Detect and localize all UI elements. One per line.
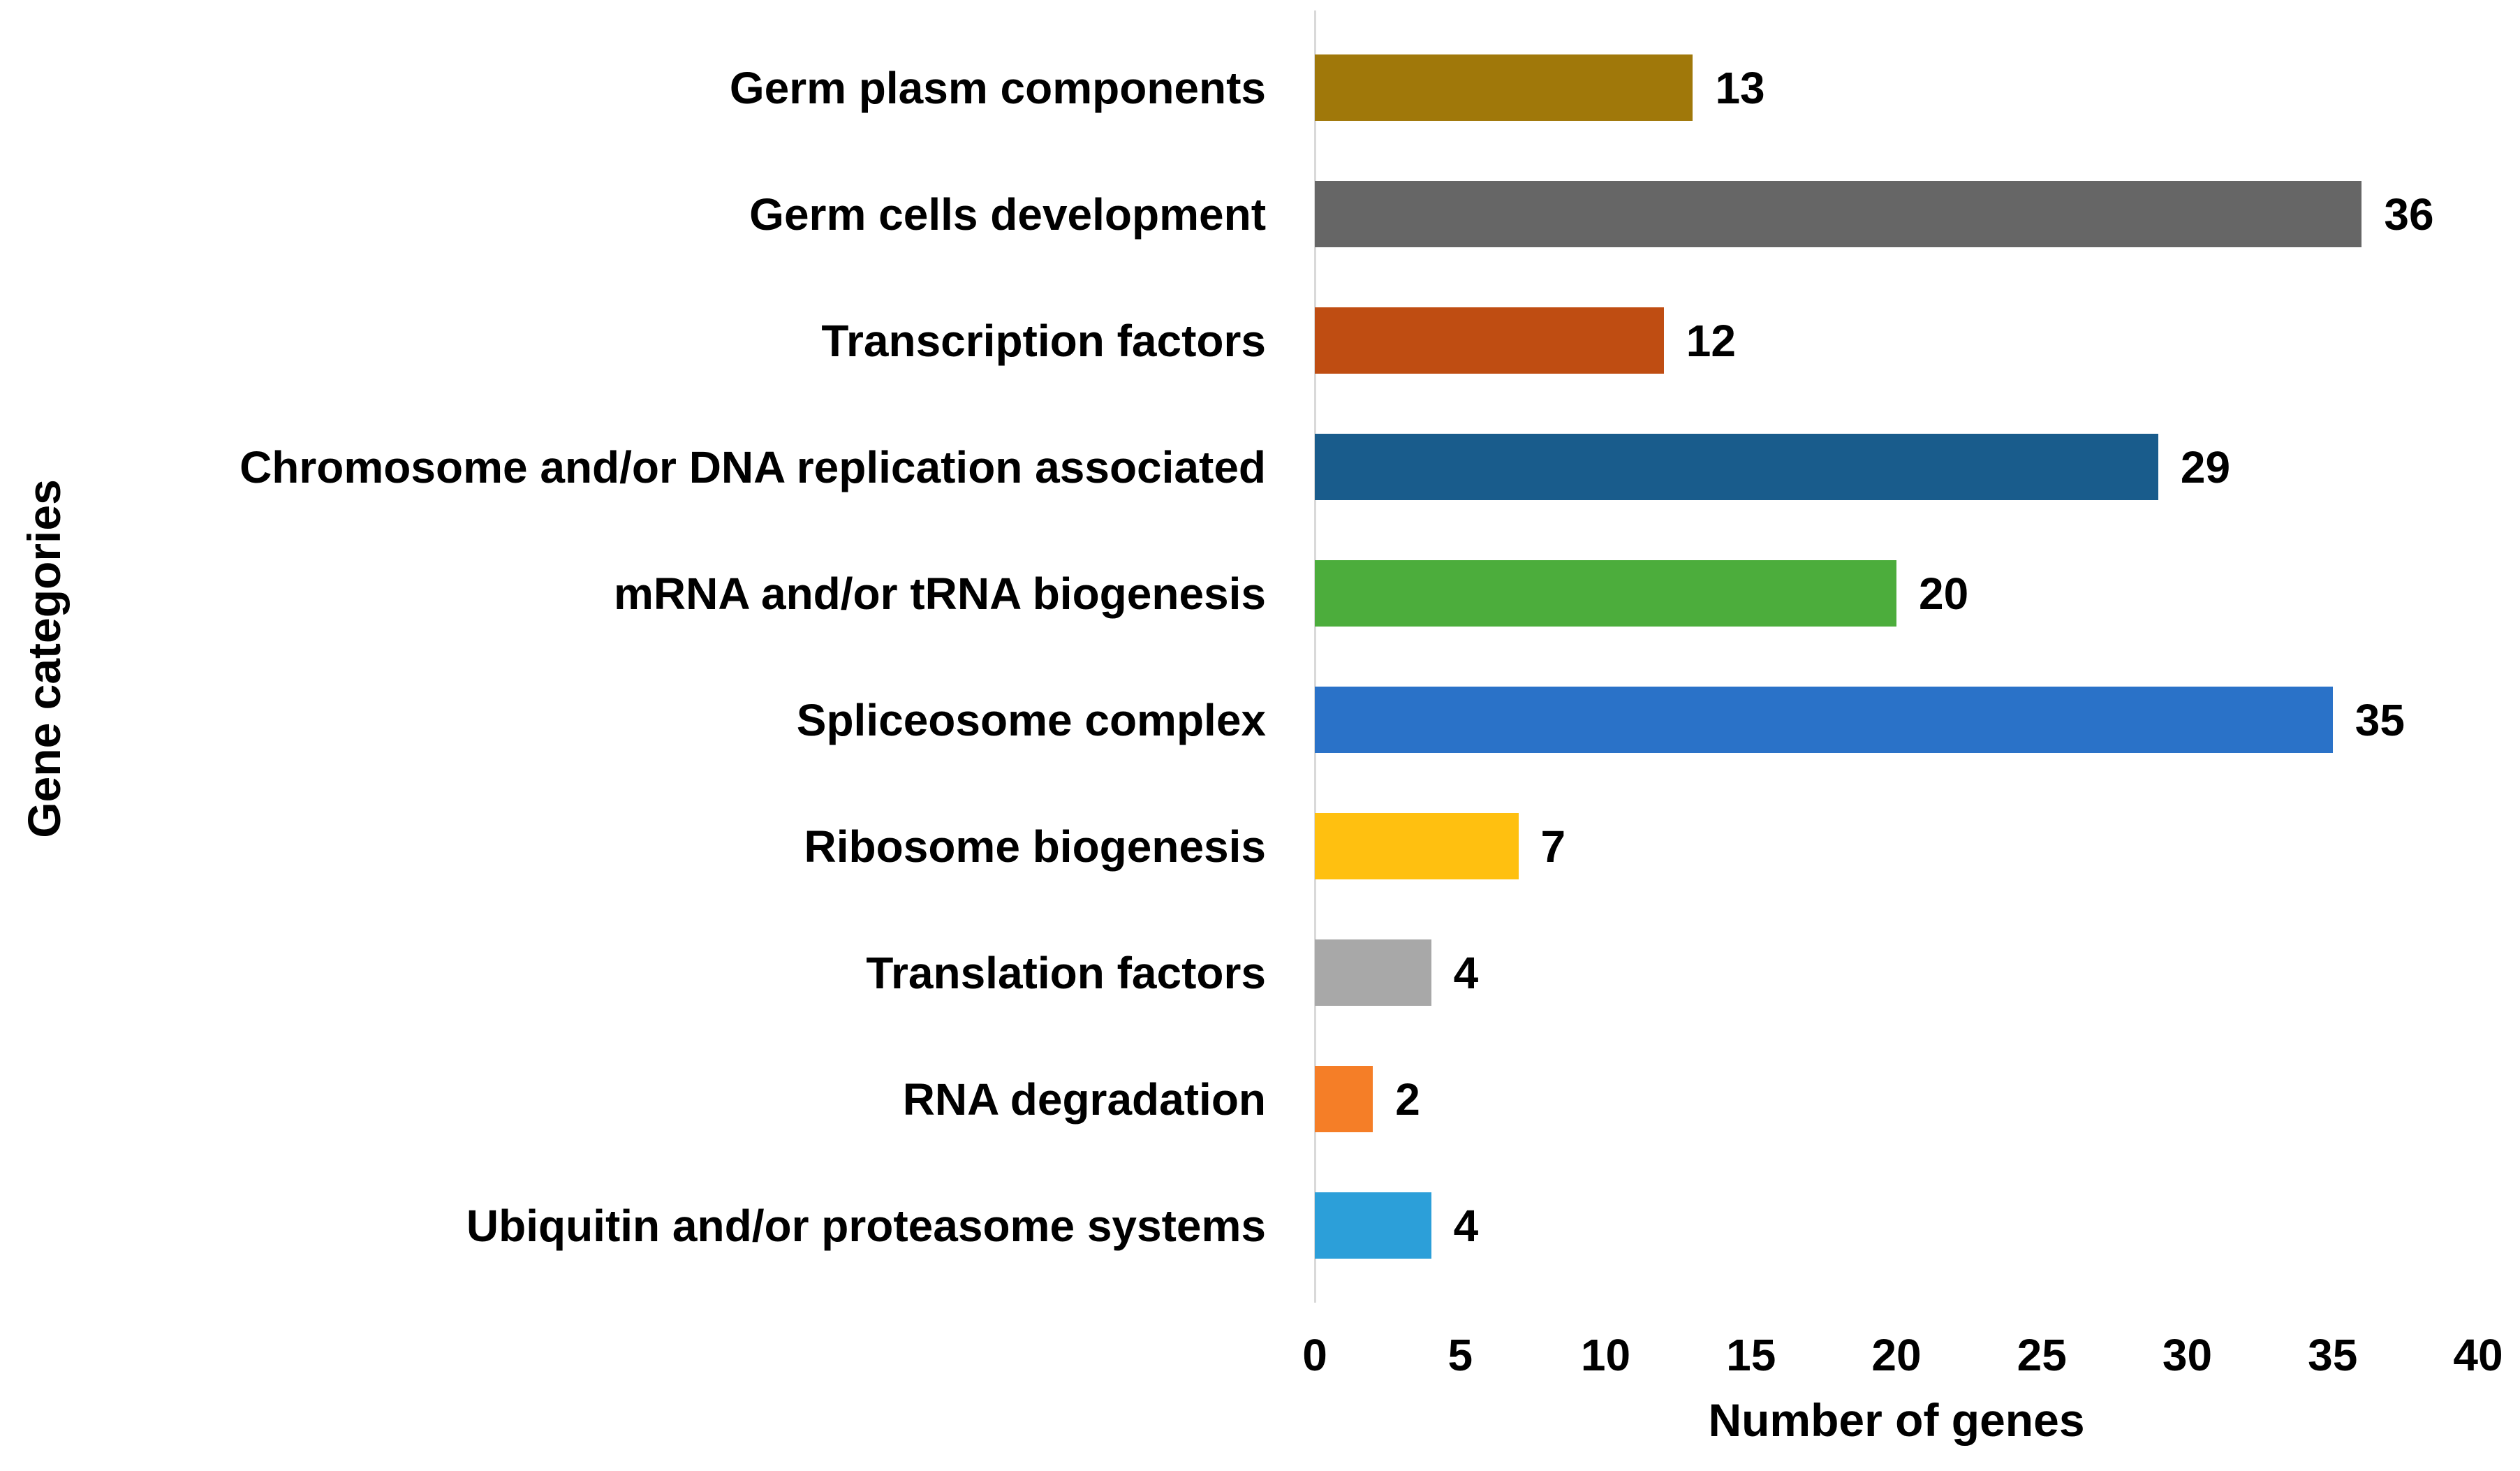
bar-row: RNA degradation 2 (0, 1036, 2520, 1162)
bar-row: Spliceosome complex 35 (0, 657, 2520, 783)
bar[interactable] (1315, 939, 1431, 1006)
bar[interactable] (1315, 307, 1664, 374)
x-tick-label: 15 (1726, 1330, 1776, 1380)
bar-row: Germ plasm components 13 (0, 24, 2520, 151)
value-label: 35 (2355, 694, 2405, 745)
value-label: 13 (1715, 62, 1765, 113)
category-label: Chromosome and/or DNA replication associ… (240, 441, 1266, 492)
x-tick-label: 30 (2162, 1330, 2213, 1380)
bar-row: Ribosome biogenesis 7 (0, 783, 2520, 909)
bar-row: Translation factors 4 (0, 909, 2520, 1036)
value-label: 4 (1453, 1200, 1479, 1251)
value-label: 20 (1919, 568, 1969, 619)
x-tick-label: 5 (1447, 1330, 1473, 1380)
category-label: Germ plasm components (729, 62, 1266, 113)
value-label: 29 (2180, 441, 2231, 492)
x-tick-label: 25 (2017, 1330, 2067, 1380)
bar-row: Transcription factors 12 (0, 277, 2520, 404)
bar-row: Ubiquitin and/or proteasome systems 4 (0, 1162, 2520, 1289)
category-label: Translation factors (866, 947, 1266, 998)
value-label: 2 (1395, 1074, 1420, 1125)
x-tick-label: 20 (1871, 1330, 1922, 1380)
bar[interactable] (1315, 54, 1693, 121)
category-label: Ribosome biogenesis (804, 821, 1266, 872)
category-label: RNA degradation (902, 1074, 1266, 1125)
x-tick-label: 0 (1302, 1330, 1327, 1380)
value-label: 7 (1540, 821, 1566, 872)
bar[interactable] (1315, 813, 1519, 879)
bar[interactable] (1315, 181, 2362, 247)
bar[interactable] (1315, 1066, 1373, 1132)
x-tick-label: 10 (1580, 1330, 1631, 1380)
value-label: 4 (1453, 947, 1479, 998)
category-label: Spliceosome complex (796, 694, 1266, 745)
bar[interactable] (1315, 434, 2158, 500)
category-label: Germ cells development (749, 189, 1266, 240)
value-label: 36 (2384, 189, 2434, 240)
x-axis-title: Number of genes (1708, 1394, 2085, 1446)
bar-row: Chromosome and/or DNA replication associ… (0, 404, 2520, 530)
bar-row: Germ cells development 36 (0, 151, 2520, 277)
bar[interactable] (1315, 1192, 1431, 1259)
bar-row: mRNA and/or tRNA biogenesis 20 (0, 530, 2520, 657)
y-axis-line (1314, 10, 1316, 1303)
category-label: Ubiquitin and/or proteasome systems (466, 1200, 1266, 1251)
category-label: mRNA and/or tRNA biogenesis (614, 568, 1266, 619)
bar[interactable] (1315, 560, 1896, 627)
category-label: Transcription factors (821, 315, 1266, 366)
x-tick-label: 35 (2308, 1330, 2358, 1380)
value-label: 12 (1686, 315, 1736, 366)
x-tick-label: 40 (2453, 1330, 2503, 1380)
bar[interactable] (1315, 687, 2333, 753)
